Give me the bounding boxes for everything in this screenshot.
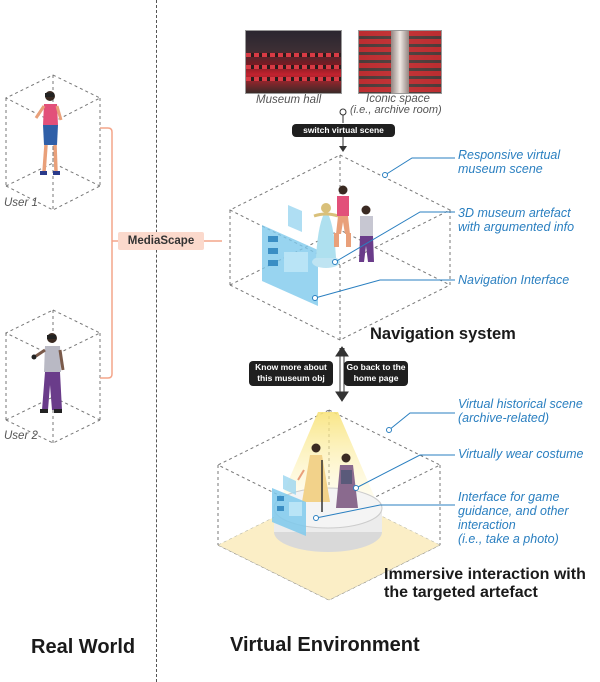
museum-hall-caption: Museum hall	[256, 94, 322, 106]
go-back-button: Go back to the home page	[344, 361, 408, 386]
user1-label: User 1	[4, 197, 38, 209]
go-back-line-2: home page	[353, 373, 399, 383]
costume-annotation: Virtually wear costume	[458, 447, 584, 461]
iconic-space-caption: Iconic space	[366, 93, 430, 105]
game-line-4: (i.e., take a photo)	[458, 532, 559, 546]
game-line-2: guidance, and other	[458, 504, 569, 518]
museum-hall-photo	[245, 30, 342, 94]
nav-user-purple	[359, 205, 374, 262]
immersive-title: Immersive interaction with the targeted …	[384, 566, 586, 602]
costume-figure-left	[297, 443, 330, 502]
game-interface-panel	[272, 475, 306, 536]
switch-scene-button: switch virtual scene	[292, 124, 395, 137]
user1-figure	[34, 91, 63, 175]
know-more-button: Know more about this museum obj	[249, 361, 333, 386]
world-divider	[156, 0, 157, 682]
immersive-line-2: the targeted artefact	[384, 584, 538, 601]
virtual-environment-label: Virtual Environment	[230, 634, 420, 656]
immersive-line-1: Immersive interaction with	[384, 566, 586, 583]
mediascape-label: MediaScape	[118, 232, 204, 250]
historical-line-1: Virtual historical scene	[458, 397, 583, 411]
iconic-space-subcaption: (i.e., archive room)	[350, 104, 442, 116]
real-world-label: Real World	[31, 636, 136, 658]
mediascape-connector	[100, 127, 222, 379]
navigation-interface-panel	[262, 205, 318, 306]
artefact-line-1: 3D museum artefact	[458, 206, 571, 220]
game-line-3: interaction	[458, 518, 516, 532]
section-connector	[335, 346, 349, 402]
user2-label: User 2	[4, 430, 38, 442]
nav-annotation-lines	[314, 157, 455, 299]
responsive-scene-annotation: Responsive virtual museum scene	[458, 148, 560, 176]
responsive-line-1: Responsive virtual	[458, 148, 561, 162]
immersive-annotation-dots	[313, 427, 392, 521]
nav-annotation-dots	[312, 172, 388, 301]
user2-figure	[31, 333, 65, 413]
archive-room-photo	[358, 30, 442, 94]
know-more-line-2: this museum obj	[257, 373, 325, 383]
go-back-line-1: Go back to the	[346, 362, 406, 372]
artefact-figure	[312, 203, 340, 268]
switch-arrow	[339, 108, 347, 152]
historical-scene-annotation: Virtual historical scene (archive-relate…	[458, 397, 583, 425]
responsive-line-2: museum scene	[458, 162, 543, 176]
artefact-line-2: with argumented info	[458, 220, 575, 234]
nav-user-pink	[334, 185, 351, 247]
game-line-1: Interface for game	[458, 490, 560, 504]
know-more-line-1: Know more about	[255, 362, 327, 372]
immersive-annotation-lines	[315, 412, 455, 519]
costume-figure-right	[336, 453, 358, 508]
nav-interface-annotation: Navigation Interface	[458, 273, 570, 287]
navigation-system-title: Navigation system	[370, 325, 516, 343]
game-interface-annotation: Interface for game guidance, and other i…	[458, 490, 569, 546]
artefact-annotation: 3D museum artefact with argumented info	[458, 206, 574, 234]
historical-line-2: (archive-related)	[458, 411, 550, 425]
